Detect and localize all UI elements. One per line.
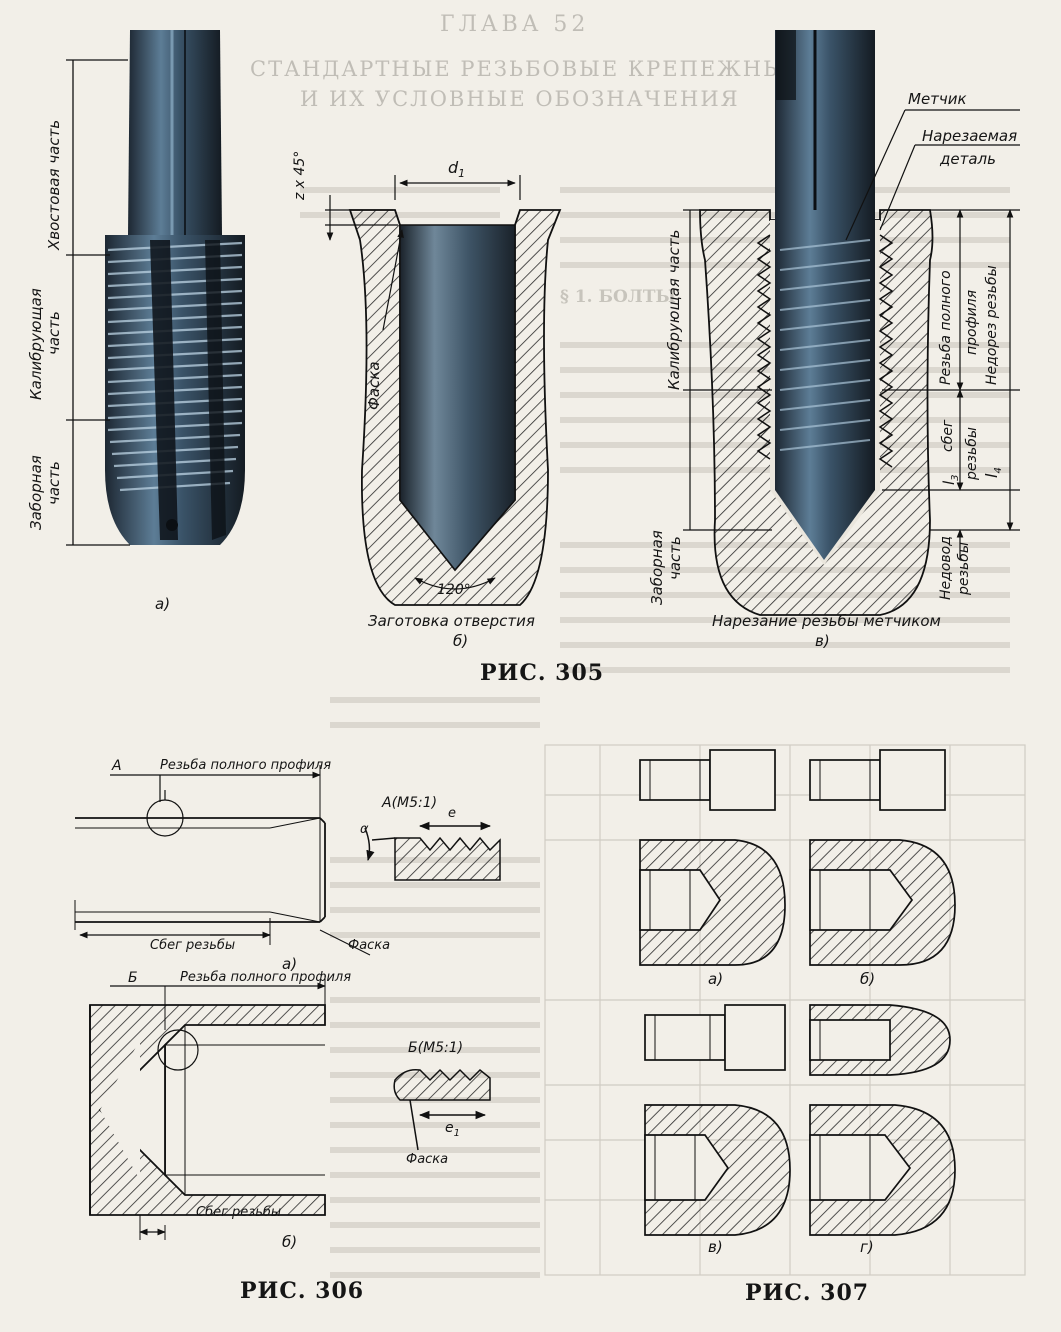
label-full-profile-2: профиля <box>964 289 980 355</box>
label-l4: l4 <box>982 467 1005 478</box>
label-alpha: α <box>360 822 369 837</box>
fig307-caption: РИС. 307 <box>745 1280 870 1306</box>
label-hole-blank: Заготовка отверстия <box>368 612 535 630</box>
ghost-section-heading: § 1. БОЛТЫ <box>560 287 676 307</box>
fig306a-rod <box>74 765 371 956</box>
fig305b-sub-label: б) <box>453 632 469 650</box>
label-detail-b: Б(M5:1) <box>408 1040 464 1056</box>
fig307a-sub-label: а) <box>708 970 724 988</box>
label-runout-b: Сбег резьбы <box>196 1205 282 1220</box>
fig306a-sub-label: а) <box>282 955 298 973</box>
ghost-title-line-1: СТАНДАРТНЫЕ РЕЗЬБОВЫЕ КРЕПЕЖНЫЕ <box>250 57 804 81</box>
label-full-profile-a: Резьба полного профиля <box>160 758 332 773</box>
label-A-mark: A <box>112 758 122 774</box>
label-full-profile-b: Резьба полного профиля <box>180 970 352 985</box>
label-under-run-2: резьбы <box>956 542 972 595</box>
fig306a-detail-a <box>364 821 501 881</box>
label-tapping-caption: Нарезание резьбы метчиком <box>712 612 941 630</box>
fig307b-sub-label: б) <box>860 970 876 988</box>
label-calibrating-part-2: часть <box>45 311 63 355</box>
fig305v-tapping <box>699 30 934 616</box>
tapping-thread-teeth <box>756 234 894 468</box>
fig307v-blank <box>644 1104 791 1236</box>
fig307b-blank <box>809 839 956 966</box>
label-under-run-1: Недовод <box>938 536 954 600</box>
fig307c-d-screws <box>644 1004 951 1076</box>
label-workpiece-2: деталь <box>940 150 996 168</box>
label-B-mark: Б <box>128 970 138 986</box>
fig305v-sub-label: в) <box>815 632 830 650</box>
label-120-degrees: 120° <box>437 582 471 598</box>
label-tap: Метчик <box>908 90 967 108</box>
fig307v-sub-label: в) <box>708 1238 723 1256</box>
label-workpiece-1: Нарезаемая <box>922 127 1018 145</box>
label-facet-b: Фаска <box>406 1152 449 1167</box>
label-runout-2: резьбы <box>964 427 980 480</box>
ghost-text-lines <box>300 187 1010 1278</box>
label-tail-part: Хвостовая часть <box>45 119 63 250</box>
label-chamfer-dimension: z x 45° <box>292 150 308 200</box>
ghost-title-line-2: И ИХ УСЛОВНЫЕ ОБОЗНАЧЕНИЯ <box>300 87 740 111</box>
fig306-caption: РИС. 306 <box>240 1278 365 1304</box>
ghost-chapter-heading: ГЛАВА 52 <box>440 12 590 37</box>
fig305b-hole-blank <box>348 209 562 606</box>
label-intake-v-2: часть <box>666 536 684 580</box>
fig306b-nut <box>89 975 326 1240</box>
label-e: e <box>448 806 456 821</box>
label-detail-a: A(M5:1) <box>382 795 438 811</box>
fig307g-sub-label: г) <box>860 1238 874 1256</box>
fig307g-blank <box>809 1104 956 1236</box>
fig305a-tap <box>105 30 245 545</box>
label-facet-305: Фаска <box>365 361 383 410</box>
fig305-caption: РИС. 305 <box>480 660 605 686</box>
fig305v-dimension-lines <box>683 109 1020 560</box>
label-intake-part-1: Заборная <box>27 455 45 530</box>
label-intake-v-1: Заборная <box>648 530 666 605</box>
label-undercut: Недорез резьбы <box>984 265 1000 385</box>
label-calibrating-v: Калибрующая часть <box>665 229 683 390</box>
label-d1: d1 <box>448 158 466 181</box>
label-facet-a: Фаска <box>348 938 391 953</box>
fig305a-sub-label: а) <box>155 595 171 613</box>
fig307a-b-screws <box>639 749 946 811</box>
label-l3: l3 <box>940 474 961 485</box>
label-runout-1: сбег <box>940 419 956 452</box>
label-calibrating-part-1: Калибрующая <box>27 288 45 400</box>
tapping-helix <box>779 239 871 451</box>
fig306b-sub-label: б) <box>282 1233 298 1251</box>
label-intake-part-2: часть <box>45 461 63 505</box>
label-runout-a: Сбег резьбы <box>150 938 236 953</box>
label-full-profile-1: Резьба полного <box>938 270 954 385</box>
fig305b-dimension-lines <box>325 175 521 590</box>
fig305a-dimension-lines <box>66 59 130 546</box>
label-e1: e1 <box>445 1120 460 1139</box>
fig306b-detail-b <box>393 1068 491 1151</box>
fig307a-blank <box>639 839 786 966</box>
